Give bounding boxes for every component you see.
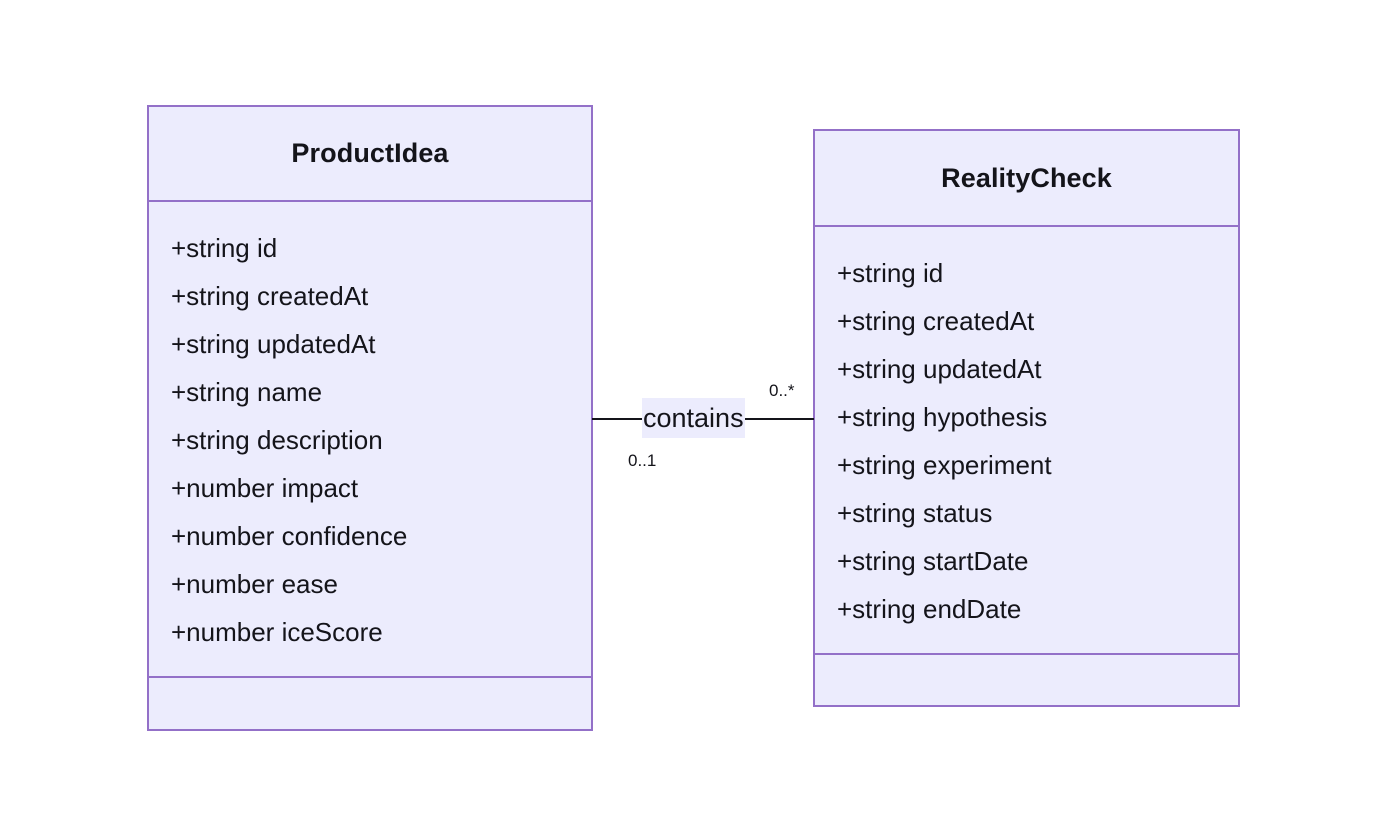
association-multiplicity-target: 0..* <box>769 381 795 401</box>
class-attribute: +string status <box>837 498 993 528</box>
class-title-productidea: ProductIdea <box>291 138 449 168</box>
uml-class-realitycheck[interactable]: RealityCheck +string id +string createdA… <box>813 129 1240 707</box>
class-attribute: +string endDate <box>837 594 1022 624</box>
class-attribute: +string updatedAt <box>837 354 1042 384</box>
class-attribute: +string id <box>171 233 278 263</box>
class-attribute: +string name <box>171 377 323 407</box>
class-attribute: +string hypothesis <box>837 402 1048 432</box>
class-methods-productidea <box>149 678 591 729</box>
class-attribute: +string updatedAt <box>171 329 376 359</box>
class-attribute: +string id <box>837 258 944 288</box>
class-header-productidea: ProductIdea <box>149 107 591 202</box>
class-attribute: +number impact <box>171 473 359 503</box>
class-attribute: +string createdAt <box>837 306 1035 336</box>
class-attributes-productidea: +string id +string createdAt +string upd… <box>149 202 591 678</box>
class-attribute: +string experiment <box>837 450 1052 480</box>
association-multiplicity-source: 0..1 <box>628 451 657 471</box>
class-attribute: +string startDate <box>837 546 1029 576</box>
class-attribute: +string description <box>171 425 383 455</box>
class-attribute: +string createdAt <box>171 281 369 311</box>
class-header-realitycheck: RealityCheck <box>815 131 1238 227</box>
uml-class-productidea[interactable]: ProductIdea +string id +string createdAt… <box>147 105 593 731</box>
class-attributes-realitycheck: +string id +string createdAt +string upd… <box>815 227 1238 655</box>
class-attribute: +number ease <box>171 569 338 599</box>
class-attribute: +number iceScore <box>171 617 383 647</box>
class-attribute: +number confidence <box>171 521 408 551</box>
association-label-contains: contains <box>642 398 745 438</box>
class-title-realitycheck: RealityCheck <box>941 162 1112 193</box>
class-methods-realitycheck <box>815 655 1238 705</box>
